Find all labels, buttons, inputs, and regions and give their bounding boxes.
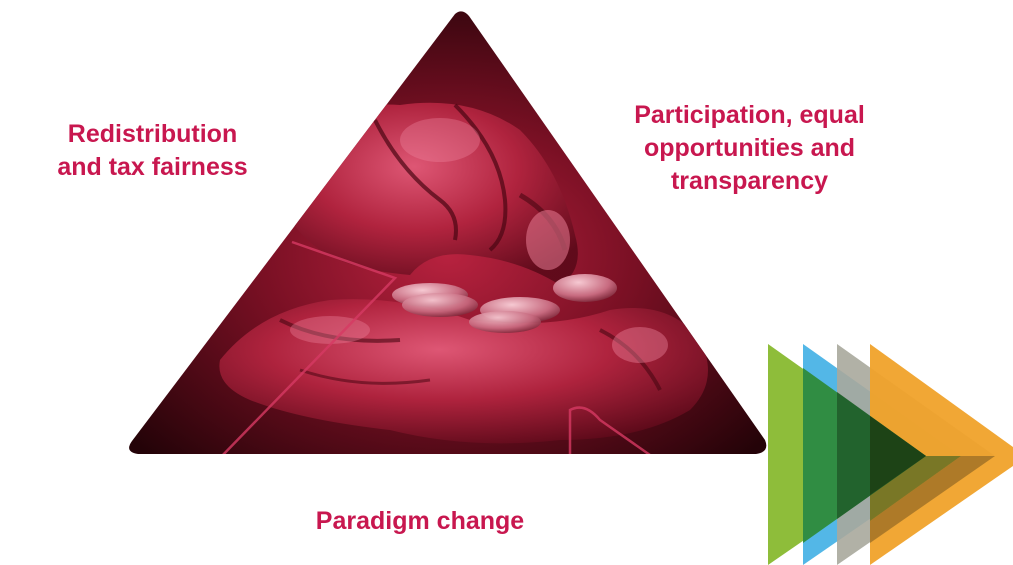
label-participation-line-2: opportunities and — [643, 134, 856, 162]
label-paradigm-change-line-1: Paradigm change — [315, 507, 525, 535]
triangle-photo — [129, 11, 767, 455]
label-participation-line-3: transparency — [670, 167, 829, 195]
chevron-arrows-logo — [768, 344, 1013, 565]
label-redistribution-line-1: Redistribution — [67, 120, 238, 148]
label-participation: Participation, equal opportunities and t… — [582, 99, 917, 198]
label-participation-line-1: Participation, equal — [634, 101, 865, 129]
label-paradigm-change: Paradigm change — [270, 505, 570, 538]
label-redistribution: Redistribution and tax fairness — [0, 118, 305, 184]
label-redistribution-line-2: and tax fairness — [57, 153, 248, 181]
